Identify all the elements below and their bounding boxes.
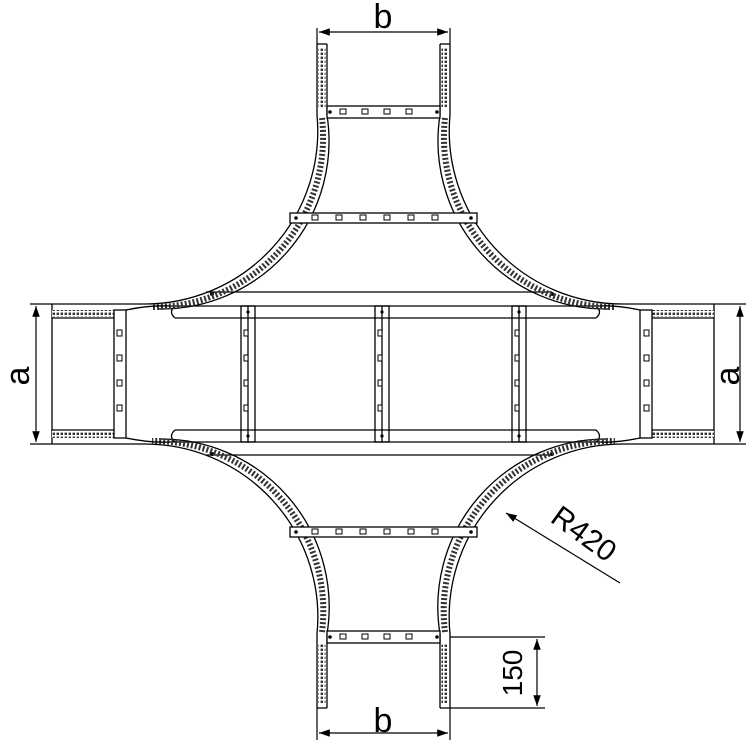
dim-label-left-a: a <box>0 366 37 385</box>
dimensions <box>30 28 746 740</box>
dim-label-top-b: b <box>374 0 393 36</box>
radius-leader <box>505 512 621 584</box>
center-bottom-left-cap <box>170 429 176 443</box>
center-section <box>170 291 601 456</box>
center-bottom-right-cap <box>595 429 601 443</box>
left-arm <box>51 304 171 444</box>
top-arm <box>52 43 714 311</box>
bottom-left-curve-outer <box>52 443 319 708</box>
bottom-right-curve-outer <box>448 443 714 708</box>
top-right-curve-outer <box>448 44 714 305</box>
left-rung <box>113 309 127 439</box>
top-right-perforation <box>440 117 616 311</box>
dim-label-right-a: a <box>709 366 746 385</box>
bottom-left-perforation <box>151 437 327 633</box>
bottom-right-curve-inner <box>437 438 609 708</box>
top-left-curve-outer <box>52 44 319 305</box>
center-rung-slots <box>243 329 520 412</box>
top-left-perforation <box>151 117 327 311</box>
center-rungs <box>240 305 527 443</box>
top-left-curve-inner <box>158 44 330 310</box>
rung-spacing-label: 150 <box>497 650 528 697</box>
bottom-right-perforation <box>440 437 616 633</box>
dim-label-bottom-b: b <box>374 702 393 740</box>
bottom-arm <box>52 437 714 709</box>
radius-label: R420 <box>545 500 622 569</box>
top-right-curve-inner <box>437 44 609 310</box>
right-arm <box>599 304 715 444</box>
bottom-left-curve-inner <box>158 438 330 708</box>
right-rung <box>639 309 653 439</box>
